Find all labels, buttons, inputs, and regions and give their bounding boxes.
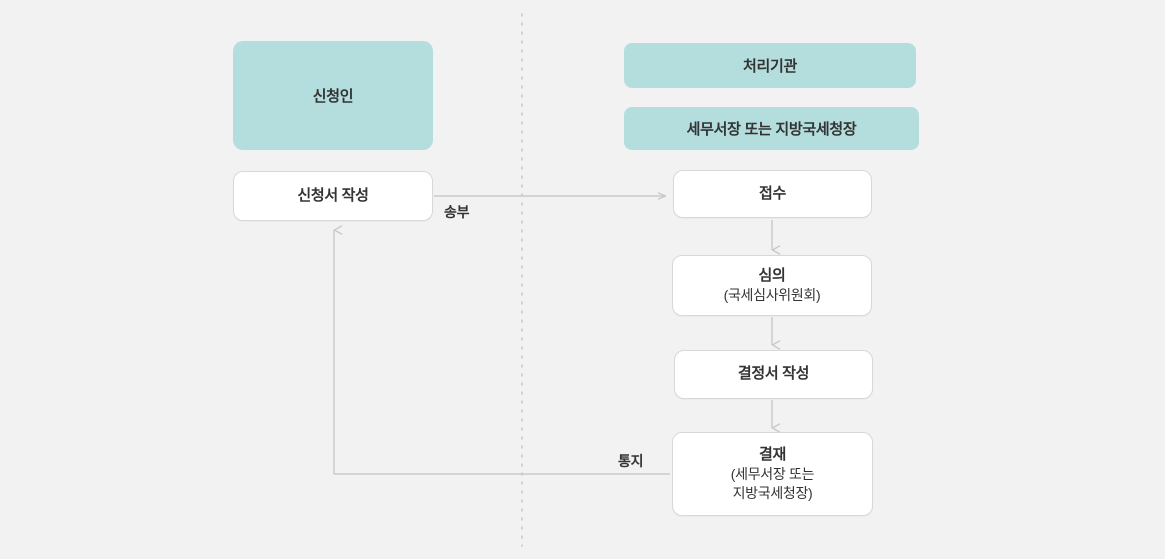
edge-label-notify: 통지 — [618, 453, 644, 469]
node-application-form-label: 신청서 작성 — [297, 186, 369, 204]
node-approval-sublabel-line1: (세무서장 또는 — [730, 466, 815, 483]
lane-header-applicant: 신청인 — [233, 41, 433, 150]
node-review-text: 심의 (국세심사위원회) — [673, 266, 871, 305]
node-decision-draft: 결정서 작성 — [674, 350, 873, 399]
lane-subheader-agency-label: 세무서장 또는 지방국세청장 — [686, 121, 857, 138]
lane-header-applicant-label: 신청인 — [312, 88, 354, 105]
node-application-form: 신청서 작성 — [233, 171, 433, 221]
node-decision-draft-label: 결정서 작성 — [737, 365, 810, 383]
lane-header-agency: 처리기관 — [624, 43, 916, 88]
node-approval-text: 결재 (세무서장 또는 지방국세청장) — [673, 445, 872, 503]
node-approval-sublabel-line2: 지방국세청장) — [732, 485, 813, 502]
node-review-label: 심의 — [758, 266, 786, 284]
node-approval: 결재 (세무서장 또는 지방국세청장) — [672, 432, 873, 516]
lane-subheader-agency: 세무서장 또는 지방국세청장 — [624, 107, 919, 150]
node-receipt-label: 접수 — [758, 184, 786, 202]
node-receipt: 접수 — [673, 170, 872, 218]
node-review: 심의 (국세심사위원회) — [672, 255, 872, 316]
node-approval-label: 결재 — [758, 445, 786, 463]
edge-label-send: 송부 — [444, 204, 470, 220]
node-review-sublabel: (국세심사위원회) — [723, 287, 821, 304]
edge-notify — [333, 225, 670, 475]
lane-header-agency-label: 처리기관 — [742, 58, 797, 75]
